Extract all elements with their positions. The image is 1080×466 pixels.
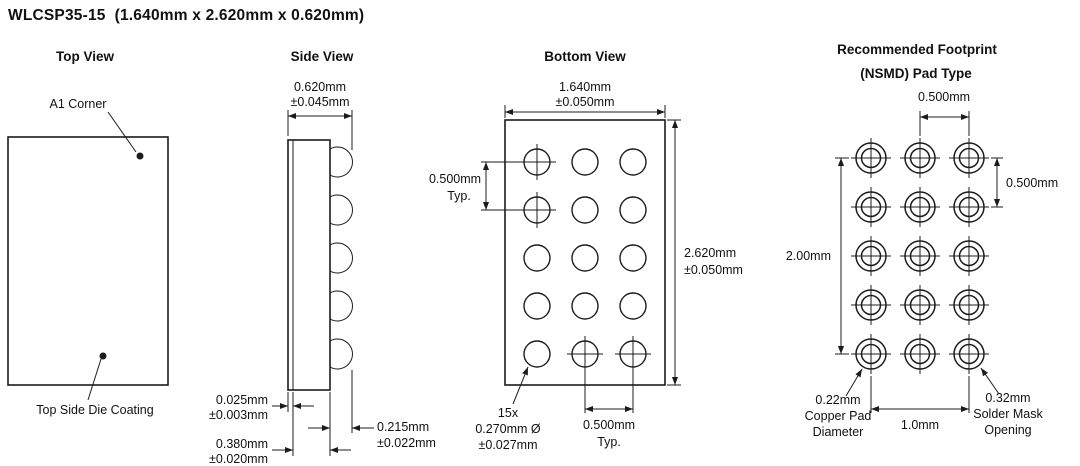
ball-pitch-horizontal-typ: Typ. (597, 435, 621, 449)
total-thickness-dim (287, 110, 353, 150)
footprint-pad (899, 333, 941, 375)
ball-callout-arrow (512, 366, 529, 405)
footprint-pad-array (850, 137, 990, 375)
footprint-pad (850, 235, 892, 277)
solder-bump (329, 242, 353, 274)
package-width-dim (504, 105, 666, 118)
copper-pad-leader (845, 368, 863, 397)
pad-pitch-right-value: 0.500mm (1006, 176, 1058, 190)
solder-ball (619, 292, 647, 320)
side-view: Side View 0.620mm ±0.045mm 0.025mm ±0.00… (209, 49, 436, 466)
a1-corner-leader (107, 111, 137, 153)
mask-opening-leader (980, 367, 1000, 395)
solder-ball (523, 340, 551, 368)
footprint-width-value: 1.0mm (901, 418, 939, 432)
footprint-pad (850, 284, 892, 326)
package-height-tolerance: ±0.050mm (684, 263, 743, 277)
package-height-dim (667, 119, 681, 386)
solder-ball (619, 244, 647, 272)
package-height-value: 2.620mm (684, 246, 736, 260)
die-coating-label: Top Side Die Coating (36, 403, 153, 417)
top-view: Top View A1 Corner Top Side Die Coating (7, 49, 169, 417)
pad-pitch-dim-top (919, 111, 970, 136)
solder-ball (619, 196, 647, 224)
copper-pad-label-line2: Copper Pad (805, 409, 872, 423)
copper-pad-label-line3: Diameter (813, 425, 864, 439)
footprint-pad (899, 186, 941, 228)
footprint-height-value: 2.00mm (786, 249, 831, 263)
coating-thickness-value: 0.025mm (216, 393, 268, 407)
footprint-pad (850, 186, 892, 228)
solder-bump (329, 194, 353, 226)
footprint-height-dim (835, 157, 849, 355)
body-thickness-value: 0.380mm (216, 437, 268, 451)
package-width-tolerance: ±0.050mm (556, 95, 615, 109)
bottom-view-heading: Bottom View (544, 49, 626, 64)
solder-bump (329, 338, 353, 370)
footprint-pad (948, 333, 990, 375)
solder-bump (329, 290, 353, 322)
body-thickness-dim (272, 392, 351, 456)
die-coating-marker (99, 352, 107, 360)
coating-thickness-tolerance: ±0.003mm (209, 408, 268, 422)
solder-ball (571, 292, 599, 320)
a1-corner-label: A1 Corner (50, 97, 107, 111)
footprint-pad (948, 186, 990, 228)
footprint-pad (948, 137, 990, 179)
footprint-heading: Recommended Footprint (837, 42, 997, 57)
top-view-heading: Top View (56, 49, 115, 64)
footprint-view: Recommended Footprint (NSMD) Pad Type 0.… (786, 42, 1058, 439)
solder-ball (523, 292, 551, 320)
footprint-pad (948, 284, 990, 326)
pad-pitch-dim-right (991, 157, 1003, 208)
mask-opening-label-line3: Opening (984, 423, 1031, 437)
total-thickness-tolerance: ±0.045mm (291, 95, 350, 109)
coating-thickness-dim (272, 392, 314, 456)
side-view-heading: Side View (291, 49, 354, 64)
solder-ball (571, 244, 599, 272)
ball-count-label: 15x (498, 406, 519, 420)
a1-corner-marker (136, 152, 144, 160)
body-thickness-tolerance: ±0.020mm (209, 452, 268, 466)
package-width-value: 1.640mm (559, 80, 611, 94)
bottom-view: Bottom View 1.640mm ±0.050mm (429, 49, 743, 452)
side-view-solder-bumps (329, 146, 353, 370)
solder-ball (619, 148, 647, 176)
footprint-pad (850, 137, 892, 179)
side-view-body (287, 139, 331, 391)
solder-ball (523, 244, 551, 272)
ball-pitch-vertical-typ: Typ. (447, 189, 471, 203)
bump-height-tolerance: ±0.022mm (377, 436, 436, 450)
die-coating-leader (87, 358, 102, 401)
footprint-pad (899, 284, 941, 326)
mask-opening-dia-value: 0.32mm (985, 391, 1030, 405)
ball-pitch-vertical-value: 0.500mm (429, 172, 481, 186)
mask-opening-label-line2: Solder Mask (973, 407, 1043, 421)
footprint-pad (850, 333, 892, 375)
footprint-width-dim (870, 376, 970, 413)
footprint-pad (899, 137, 941, 179)
solder-ball (571, 148, 599, 176)
ball-diameter-value: 0.270mm Ø (475, 422, 541, 436)
footprint-subheading: (NSMD) Pad Type (860, 66, 972, 81)
ball-diameter-tolerance: ±0.027mm (479, 438, 538, 452)
copper-pad-dia-value: 0.22mm (815, 393, 860, 407)
solder-bump (329, 146, 353, 178)
footprint-pad (948, 235, 990, 277)
bump-height-dim (308, 370, 374, 433)
bump-height-value: 0.215mm (377, 420, 429, 434)
total-thickness-value: 0.620mm (294, 80, 346, 94)
solder-ball-array (481, 144, 651, 413)
top-view-body (7, 136, 169, 386)
page-title: WLCSP35-15 (1.640mm x 2.620mm x 0.620mm) (8, 7, 364, 24)
ball-pitch-horizontal-value: 0.500mm (583, 418, 635, 432)
solder-ball (571, 196, 599, 224)
pad-pitch-top-value: 0.500mm (918, 90, 970, 104)
footprint-pad (899, 235, 941, 277)
